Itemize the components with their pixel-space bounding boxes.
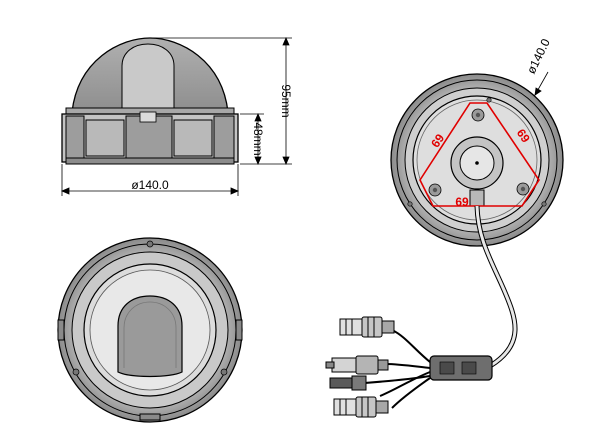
side-width-label: ø140.0: [131, 178, 169, 192]
rear-spacing-bottom-label: 69: [455, 195, 469, 209]
rear-hole-triangle: [419, 102, 540, 207]
side-base-height-label: 48mm: [251, 122, 265, 155]
side-dome-window: [121, 43, 175, 109]
bnc-connector-top: [339, 316, 395, 338]
side-height-label: 95mm: [279, 84, 293, 117]
side-base-foot: [65, 157, 235, 165]
side-width-dimension: [60, 164, 240, 196]
power-plug-middle: [329, 375, 367, 391]
side-height-dimension: [152, 36, 292, 166]
side-view: ø140.0 95mm 48mm: [60, 36, 293, 196]
rear-diameter-label: ø140.0: [524, 36, 553, 76]
front-view: [57, 237, 243, 423]
side-base-height-dimension: [240, 112, 264, 166]
rca-connector-middle: [325, 355, 389, 375]
front-rim-notches: [57, 319, 243, 421]
rear-view: 69 69 69 ø140.0: [325, 36, 564, 418]
rear-diameter-leader: [534, 71, 549, 96]
front-screws: [72, 240, 228, 376]
side-tab: [139, 111, 157, 123]
side-base-segments: [65, 115, 235, 161]
front-dome-window: [117, 295, 183, 378]
breakout-wires: [349, 329, 431, 409]
bnc-connector-bottom: [333, 396, 389, 418]
rear-cable-exit: [469, 189, 485, 207]
cable-splitter: [429, 355, 493, 381]
rear-rim-screws: [407, 97, 547, 207]
